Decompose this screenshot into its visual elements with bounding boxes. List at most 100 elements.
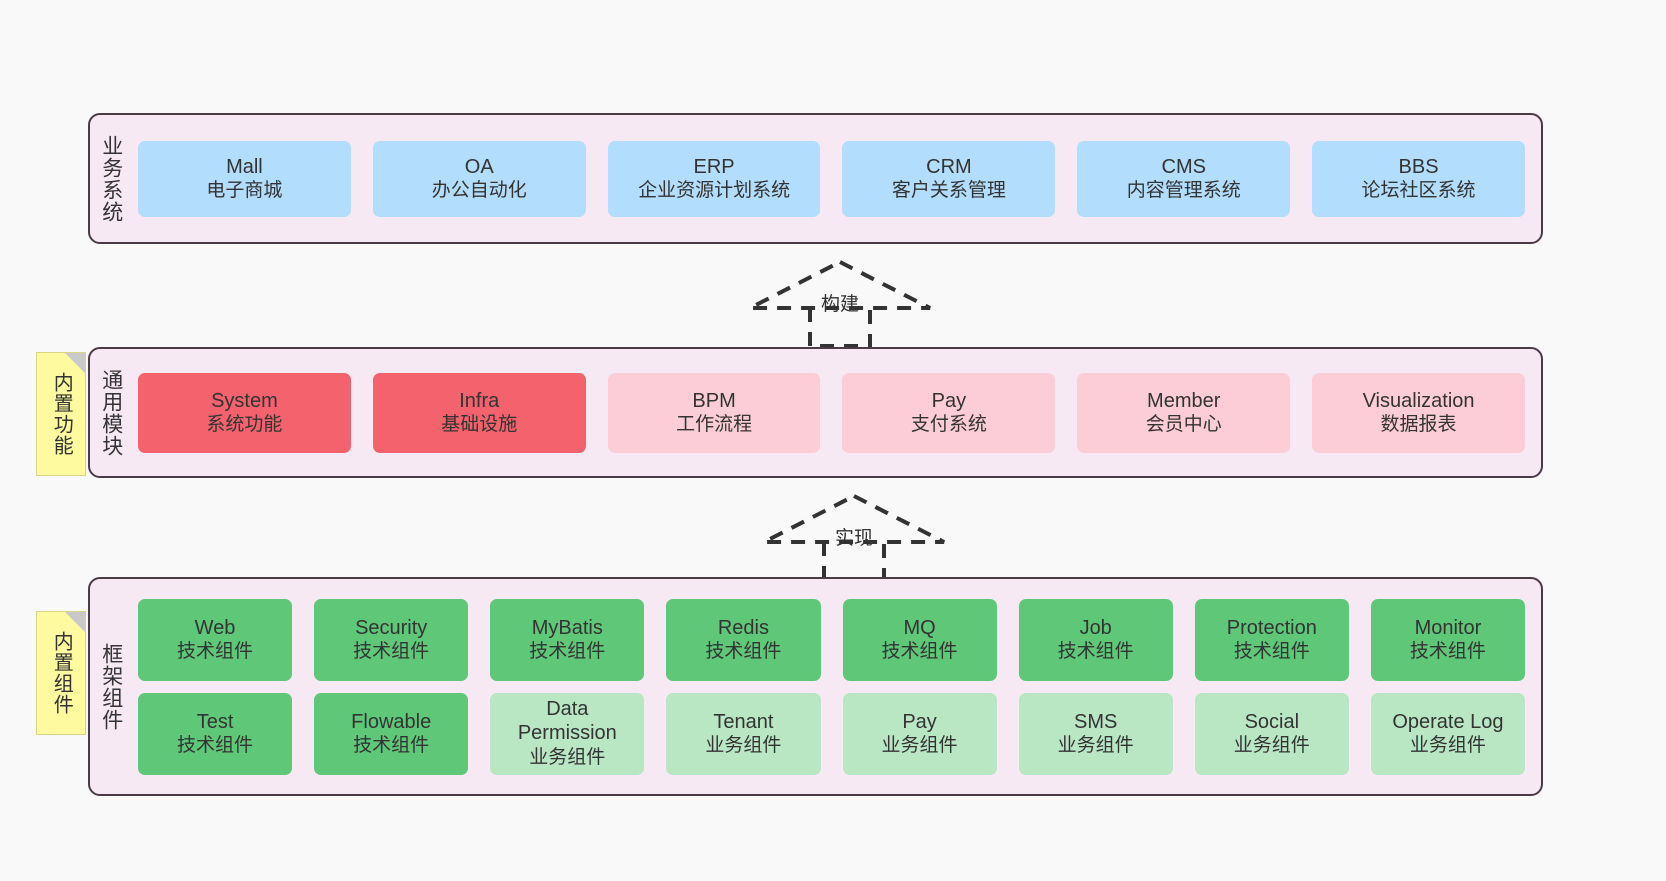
note-fold-corner-icon xyxy=(65,612,85,632)
node-title: CMS xyxy=(1161,155,1206,178)
arrow-implement-label: 实现 xyxy=(834,528,873,549)
sticky-note-label: 内置功能 xyxy=(50,372,73,456)
layer-label-general-modules: 通用模块 xyxy=(99,368,123,457)
node-crm[interactable]: CRM 客户关系管理 xyxy=(842,140,1056,217)
node-security[interactable]: Security 技术组件 xyxy=(314,598,469,681)
node-subtitle: 数据报表 xyxy=(1380,414,1457,436)
node-flowable[interactable]: Flowable 技术组件 xyxy=(314,692,469,775)
node-subtitle: 业务组件 xyxy=(1409,735,1486,757)
node-title: Protection xyxy=(1226,616,1317,639)
node-subtitle: 技术组件 xyxy=(1233,641,1310,663)
node-pay-module[interactable]: Pay 支付系统 xyxy=(842,372,1056,453)
node-title: Member xyxy=(1147,389,1221,412)
node-subtitle: 会员中心 xyxy=(1145,414,1222,436)
node-infra[interactable]: Infra 基础设施 xyxy=(372,372,586,453)
layer-label-framework-components: 框架组件 xyxy=(99,642,123,731)
node-subtitle: 业务组件 xyxy=(1057,735,1134,757)
node-test[interactable]: Test 技术组件 xyxy=(138,692,293,775)
node-protection[interactable]: Protection 技术组件 xyxy=(1194,598,1349,681)
node-subtitle: 业务组件 xyxy=(529,746,606,768)
layer-general-modules: 通用模块 System 系统功能 Infra 基础设施 BPM 工作流程 Pay… xyxy=(88,347,1543,478)
node-title: Visualization xyxy=(1362,389,1475,412)
node-redis[interactable]: Redis 技术组件 xyxy=(666,598,821,681)
node-subtitle: 业务组件 xyxy=(1233,735,1310,757)
node-subtitle: 支付系统 xyxy=(910,414,987,436)
node-title: Tenant xyxy=(713,710,774,733)
node-title: Pay xyxy=(902,710,937,733)
arrow-build: 构建 xyxy=(742,256,938,348)
node-cms[interactable]: CMS 内容管理系统 xyxy=(1077,140,1291,217)
node-mybatis[interactable]: MyBatis 技术组件 xyxy=(490,598,645,681)
node-title: Pay xyxy=(931,389,967,412)
node-subtitle: 内容管理系统 xyxy=(1126,180,1241,202)
node-oa[interactable]: OA 办公自动化 xyxy=(372,140,586,217)
arrow-build-label: 构建 xyxy=(820,294,859,315)
node-social[interactable]: Social 业务组件 xyxy=(1194,692,1349,775)
node-job[interactable]: Job 技术组件 xyxy=(1018,598,1173,681)
node-title: BPM xyxy=(692,389,736,412)
layer-body-framework-components: Web 技术组件 Security 技术组件 MyBatis 技术组件 Redi… xyxy=(132,579,1541,794)
node-mall[interactable]: Mall 电子商城 xyxy=(138,140,351,217)
node-subtitle: 客户关系管理 xyxy=(891,180,1006,202)
note-fold-corner-icon xyxy=(65,353,85,373)
node-subtitle: 技术组件 xyxy=(705,641,782,663)
node-system[interactable]: System 系统功能 xyxy=(138,372,351,453)
node-subtitle: 技术组件 xyxy=(881,641,958,663)
node-sms[interactable]: SMS 业务组件 xyxy=(1018,692,1173,775)
layer-row: Web 技术组件 Security 技术组件 MyBatis 技术组件 Redi… xyxy=(138,598,1525,681)
node-bbs[interactable]: BBS 论坛社区系统 xyxy=(1312,140,1525,217)
node-title: Test xyxy=(196,710,234,733)
node-subtitle: 业务组件 xyxy=(705,735,782,757)
node-title: System xyxy=(211,389,278,412)
node-erp[interactable]: ERP 企业资源计划系统 xyxy=(607,140,821,217)
node-monitor[interactable]: Monitor 技术组件 xyxy=(1370,598,1525,681)
node-title: OA xyxy=(464,155,494,178)
node-subtitle: 技术组件 xyxy=(529,641,606,663)
node-subtitle: 系统功能 xyxy=(206,414,283,436)
node-title: Data Permission xyxy=(517,698,617,744)
node-subtitle: 技术组件 xyxy=(1057,641,1134,663)
node-title: Web xyxy=(194,616,236,639)
node-title: Operate Log xyxy=(1392,710,1504,733)
node-title: Social xyxy=(1244,710,1300,733)
arrow-build-glyph xyxy=(749,259,931,348)
layer-body-business-systems: Mall 电子商城 OA 办公自动化 ERP 企业资源计划系统 CRM 客户关系… xyxy=(132,115,1541,242)
sticky-note-label: 内置组件 xyxy=(50,631,73,715)
layer-framework-components: 框架组件 Web 技术组件 Security 技术组件 MyBatis 技术组件… xyxy=(88,577,1543,796)
layer-business-systems: 业务系统 Mall 电子商城 OA 办公自动化 ERP 企业资源计划系统 CRM… xyxy=(88,113,1543,244)
node-tenant[interactable]: Tenant 业务组件 xyxy=(666,692,821,775)
node-pay-component[interactable]: Pay 业务组件 xyxy=(842,692,997,775)
node-title: Infra xyxy=(459,389,500,412)
node-subtitle: 电子商城 xyxy=(206,180,283,202)
node-title: CRM xyxy=(926,155,972,178)
node-member[interactable]: Member 会员中心 xyxy=(1077,372,1291,453)
node-operate-log[interactable]: Operate Log 业务组件 xyxy=(1370,692,1525,775)
node-subtitle: 技术组件 xyxy=(177,641,254,663)
sticky-note-builtin-component: 内置组件 xyxy=(36,611,86,735)
node-subtitle: 技术组件 xyxy=(353,735,430,757)
node-title: Monitor xyxy=(1414,616,1482,639)
node-bpm[interactable]: BPM 工作流程 xyxy=(607,372,821,453)
sticky-note-builtin-function: 内置功能 xyxy=(36,352,86,476)
node-subtitle: 技术组件 xyxy=(1409,641,1486,663)
node-title: Job xyxy=(1079,616,1112,639)
node-title: Security xyxy=(355,616,428,639)
node-visualization[interactable]: Visualization 数据报表 xyxy=(1312,372,1525,453)
node-title: BBS xyxy=(1398,155,1439,178)
node-subtitle: 工作流程 xyxy=(676,414,753,436)
layer-body-general-modules: System 系统功能 Infra 基础设施 BPM 工作流程 Pay 支付系统… xyxy=(132,349,1541,476)
node-subtitle: 论坛社区系统 xyxy=(1361,180,1476,202)
node-mq[interactable]: MQ 技术组件 xyxy=(842,598,997,681)
node-web[interactable]: Web 技术组件 xyxy=(138,598,293,681)
node-title: ERP xyxy=(693,155,735,178)
layer-row: System 系统功能 Infra 基础设施 BPM 工作流程 Pay 支付系统… xyxy=(138,372,1525,453)
node-subtitle: 技术组件 xyxy=(353,641,430,663)
node-subtitle: 企业资源计划系统 xyxy=(638,180,791,202)
node-title: Redis xyxy=(717,616,769,639)
node-title: MQ xyxy=(903,616,936,639)
layer-row: Mall 电子商城 OA 办公自动化 ERP 企业资源计划系统 CRM 客户关系… xyxy=(138,140,1525,217)
node-subtitle: 业务组件 xyxy=(881,735,958,757)
node-data-permission[interactable]: Data Permission 业务组件 xyxy=(490,692,645,775)
layer-row: Test 技术组件 Flowable 技术组件 Data Permission … xyxy=(138,692,1525,775)
